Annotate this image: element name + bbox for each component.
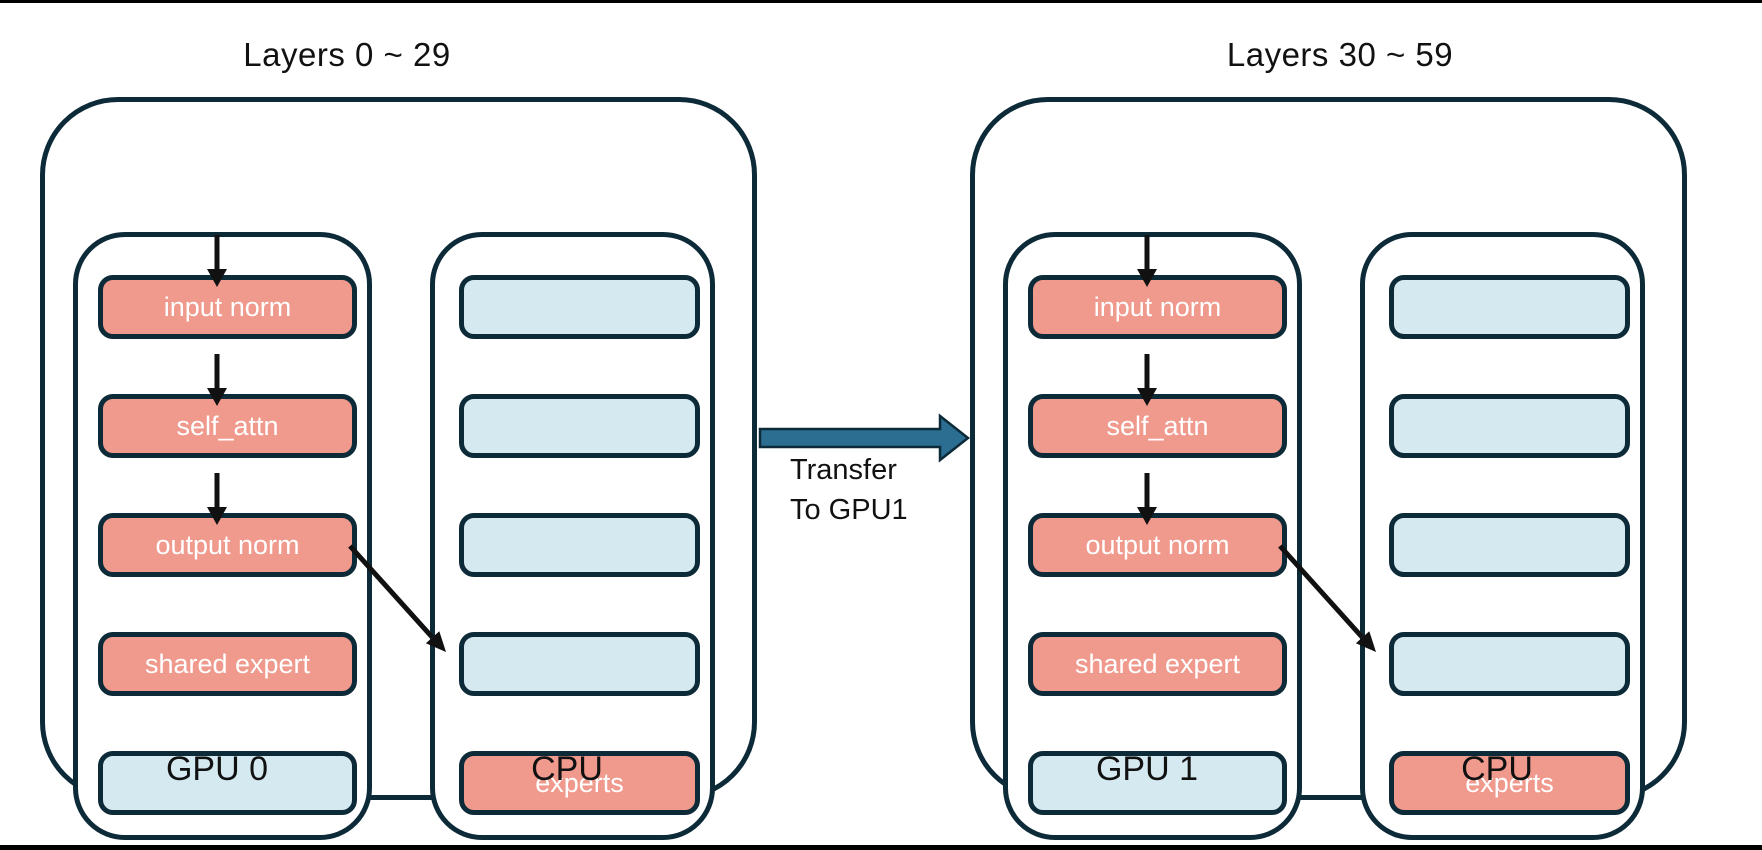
module-box-experts: experts [459,751,700,815]
module-box-shared-expert: shared expert [98,632,357,696]
memory-slot-empty [1389,275,1630,339]
bottom-border-line [0,845,1762,850]
module-box-shared-expert: shared expert [1028,632,1287,696]
device-label-gpu1: GPU 1 [1095,750,1199,788]
module-box-input-norm: input norm [1028,275,1287,339]
module-box-experts: experts [1389,751,1630,815]
diagram-title: Layers 0 ~ 29 [243,36,451,73]
diagram-layers-30-59: Layers 30 ~ 59 input norm self_attn outp… [970,0,1687,850]
module-box-input-norm: input norm [98,275,357,339]
transfer-label-line2: To GPU1 [790,494,908,526]
device-label-cpu: CPU [1461,750,1533,788]
cpu-column: experts [430,232,715,840]
memory-slot-empty [459,394,700,458]
module-box-self-attn: self_attn [98,394,357,458]
memory-slot-empty [1389,632,1630,696]
module-box-output-norm: output norm [98,513,357,577]
node-container: input norm self_attn output norm shared … [970,97,1687,840]
memory-slot-empty [459,275,700,339]
node-container: input norm self_attn output norm shared … [40,97,757,840]
transfer-label-line1: Transfer [790,454,897,486]
device-label-gpu0: GPU 0 [165,750,269,788]
memory-slot-empty [459,513,700,577]
module-box-self-attn: self_attn [1028,394,1287,458]
diagram-layers-0-29: Layers 0 ~ 29 input norm self_attn outpu… [40,0,757,850]
gpu1-column: input norm self_attn output norm shared … [1003,232,1302,840]
cpu-column: experts [1360,232,1645,840]
top-border-line [0,0,1762,3]
memory-slot-empty [98,751,357,815]
device-label-cpu: CPU [531,750,603,788]
memory-slot-empty [1028,751,1287,815]
module-box-output-norm: output norm [1028,513,1287,577]
transfer-label: Transfer To GPU1 [790,450,908,530]
memory-slot-empty [459,632,700,696]
gpu0-column: input norm self_attn output norm shared … [73,232,372,840]
memory-slot-empty [1389,394,1630,458]
diagram-title: Layers 30 ~ 59 [1226,36,1454,73]
memory-slot-empty [1389,513,1630,577]
